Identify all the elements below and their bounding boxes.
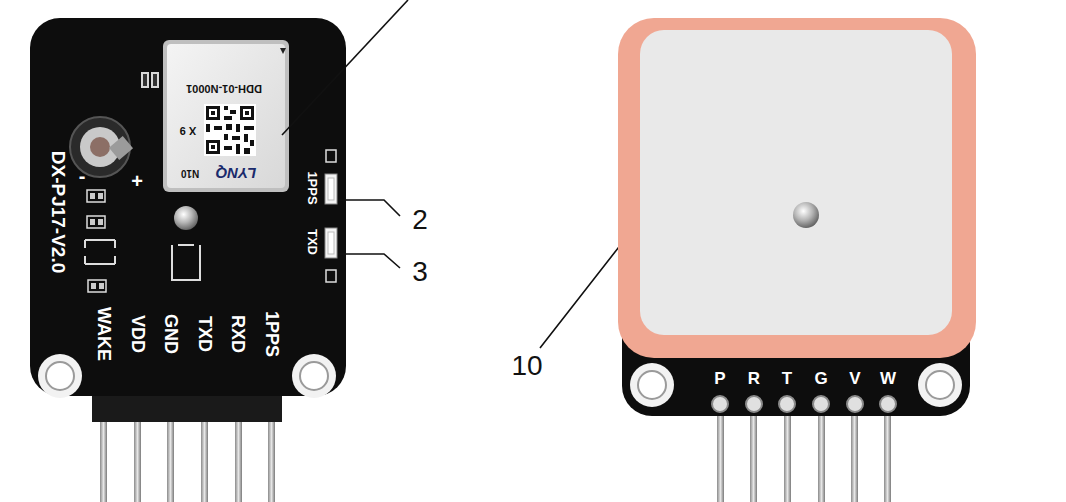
polarity-mark: + (131, 171, 143, 191)
callout-number: 3 (412, 258, 428, 286)
smd-parts (70, 72, 337, 292)
brand-logo: LYNQ (216, 166, 257, 181)
pin-label: T (782, 370, 792, 387)
patch-antenna (618, 18, 976, 358)
pin-label: P (714, 370, 725, 387)
pin-label: 1PPS (263, 311, 281, 357)
mounting-holes (38, 354, 336, 398)
module-marking: N10 (181, 168, 199, 178)
callout-number: 10 (511, 352, 542, 380)
led-label: 1PPS (306, 171, 319, 204)
pin-label: VDD (129, 315, 147, 353)
pin-label: GND (162, 314, 180, 354)
pin-pads (712, 396, 896, 412)
header-pins (92, 380, 282, 502)
module-marking: X 9 (180, 125, 197, 136)
pin-label: RXD (229, 315, 247, 353)
gnss-module (163, 40, 289, 192)
mounting-holes (630, 363, 962, 407)
polarity-mark: - (79, 166, 86, 186)
board-name: DX-PJ17-V2.0 (49, 151, 68, 274)
header-pins (717, 412, 891, 502)
pin-label: G (814, 370, 827, 387)
qr-code (204, 104, 256, 156)
pin-label: R (748, 370, 760, 387)
callout-number: 2 (412, 206, 428, 234)
pin-label: W (880, 370, 896, 387)
led-label: TXD (306, 229, 319, 255)
pin-label: WAKE (95, 307, 113, 361)
pcb-board (30, 18, 346, 396)
pin-label: TXD (196, 316, 214, 352)
module-marking: DDH-01-N0001 (186, 83, 262, 94)
pin-label: V (849, 370, 860, 387)
